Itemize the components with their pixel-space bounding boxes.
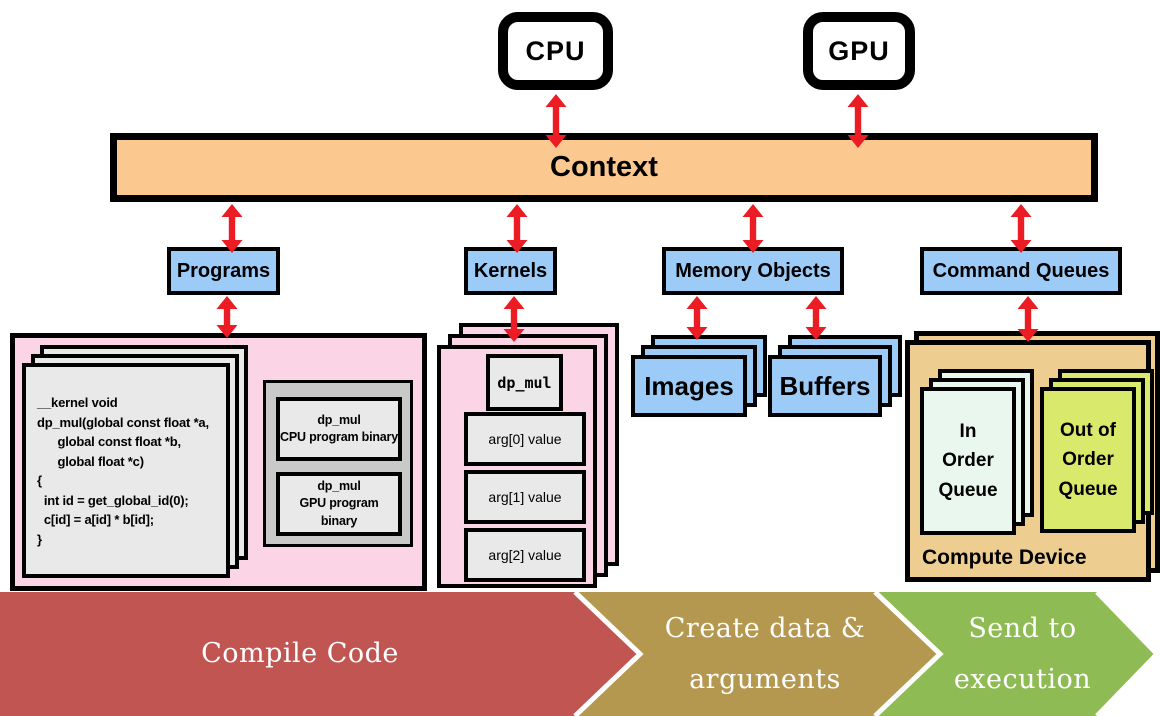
- kernel-arg-label: arg[2] value: [488, 547, 562, 563]
- kernel-arg-label: arg[0] value: [488, 431, 562, 447]
- buffers-label: Buffers: [779, 370, 871, 401]
- cpu-node: CPU: [498, 12, 613, 90]
- program-binaries-container: dp_mul CPU program binary dp_mul GPU pro…: [263, 380, 413, 547]
- memory-objects-box: Memory Objects: [662, 247, 844, 295]
- process-flow-band: [0, 592, 1160, 716]
- in-order-queue-card: In Order Queue: [920, 387, 1016, 535]
- images-card: Images: [631, 355, 747, 417]
- in-order-queue-label: In Order Queue: [938, 420, 998, 501]
- chevron-divider: [873, 592, 944, 716]
- binary-target: GPU program binary: [299, 496, 379, 528]
- create-data-chevron: [575, 592, 940, 716]
- binary-name: dp_mul: [317, 412, 361, 427]
- arrow-context-kernels: [506, 204, 528, 253]
- arrow-context-memory-objects: [742, 204, 764, 253]
- command-queues-label: Command Queues: [932, 259, 1110, 282]
- kernel-card: dp_mul arg[0] value arg[1] value arg[2] …: [437, 345, 597, 588]
- arrow-memory-images: [686, 296, 708, 340]
- out-of-order-queue-label: Out of Order Queue: [1058, 419, 1118, 500]
- memory-objects-label: Memory Objects: [675, 259, 831, 282]
- compile-code-chevron: [0, 592, 640, 716]
- cpu-label: CPU: [525, 35, 586, 66]
- kernels-label: Kernels: [473, 259, 548, 282]
- arrow-context-command-queues: [1010, 204, 1032, 253]
- gpu-node: GPU: [803, 12, 915, 90]
- create-data-label: Create data & arguments: [664, 612, 866, 695]
- gpu-binary-box: dp_mul GPU program binary: [276, 472, 402, 536]
- kernel-arg-label: arg[1] value: [488, 489, 562, 505]
- binary-name: dp_mul: [317, 478, 361, 493]
- arrow-programs-panel: [216, 296, 238, 338]
- gpu-label: GPU: [828, 35, 890, 66]
- context-label: Context: [550, 151, 658, 183]
- kernel-arg-box: arg[0] value: [464, 412, 586, 466]
- binary-target: CPU program binary: [280, 430, 398, 444]
- arrow-memory-buffers: [805, 296, 827, 340]
- programs-label: Programs: [176, 259, 271, 282]
- kernel-arg-box: arg[1] value: [464, 470, 586, 524]
- cpu-binary-box: dp_mul CPU program binary: [276, 397, 402, 461]
- command-queues-box: Command Queues: [920, 247, 1122, 295]
- images-label: Images: [644, 370, 734, 401]
- kernel-name-box: dp_mul: [486, 354, 563, 411]
- chevron-divider: [573, 592, 644, 716]
- compute-device-label: Compute Device: [922, 546, 1087, 569]
- kernel-source-code: __kernel void dp_mul(global const float …: [37, 395, 209, 547]
- context-bar: Context: [110, 133, 1098, 202]
- send-to-execution-chevron: [875, 592, 1157, 716]
- kernels-box: Kernels: [464, 247, 557, 295]
- programs-box: Programs: [167, 247, 280, 295]
- kernel-source-card: __kernel void dp_mul(global const float …: [22, 363, 230, 578]
- kernel-arg-box: arg[2] value: [464, 528, 586, 582]
- out-of-order-queue-card: Out of Order Queue: [1040, 387, 1136, 533]
- arrow-context-programs: [221, 204, 243, 253]
- chevron-divider: [1095, 592, 1160, 716]
- buffers-card: Buffers: [768, 355, 882, 417]
- kernel-name: dp_mul: [497, 373, 552, 392]
- send-to-execution-label: Send to execution: [953, 612, 1092, 695]
- compile-code-label: Compile Code: [201, 638, 399, 670]
